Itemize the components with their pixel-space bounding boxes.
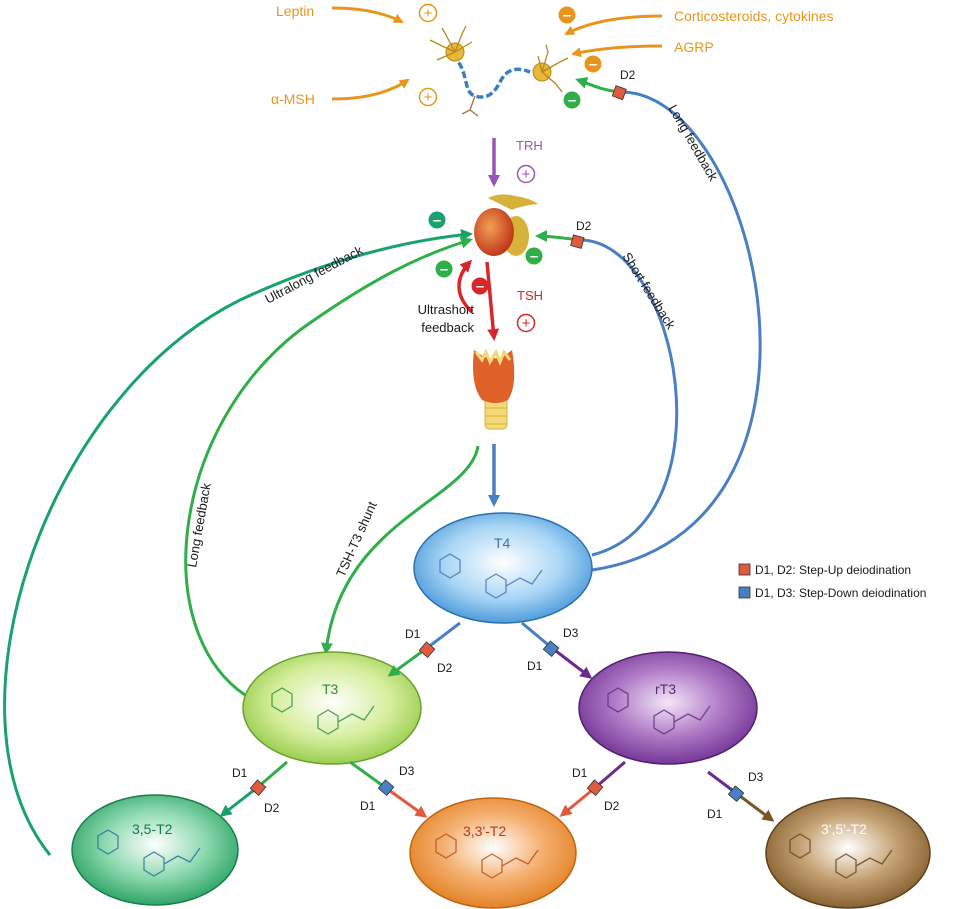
tsh-label: TSH bbox=[517, 288, 543, 303]
t2-33-oval: 3,3'-T2 bbox=[409, 797, 577, 909]
svg-text:–: – bbox=[530, 248, 538, 265]
t4-t3-d1-label: D1 bbox=[405, 627, 421, 641]
svg-text:–: – bbox=[563, 7, 571, 24]
t2-35p-label: 3',5'-T2 bbox=[821, 821, 867, 837]
thyroid-gland-icon bbox=[473, 348, 515, 430]
legend: D1, D2: Step-Up deiodination D1, D3: Ste… bbox=[738, 563, 926, 600]
rt3-label: rT3 bbox=[655, 681, 676, 697]
t2-35-oval: 3,5-T2 bbox=[71, 794, 239, 906]
t2-35p-oval: 3',5'-T2 bbox=[765, 797, 931, 909]
t3-to-t2-35-conversion: D1 D2 bbox=[219, 760, 288, 817]
long-feedback-d2-label: D2 bbox=[620, 68, 636, 82]
tsh-arrow bbox=[485, 261, 500, 341]
svg-text:+: + bbox=[424, 89, 433, 106]
trh-label: TRH bbox=[516, 138, 543, 153]
ultrashort-label-line1: Ultrashort bbox=[418, 302, 475, 317]
t3-t233-d1-label: D1 bbox=[360, 799, 376, 813]
ultralong-minus-sign: – bbox=[428, 211, 446, 229]
pituitary-gland-icon bbox=[474, 194, 538, 256]
trh-plus-sign: + bbox=[516, 164, 536, 184]
t4-t3-d2-label: D2 bbox=[437, 661, 453, 675]
corticosteroids-arrow bbox=[564, 14, 663, 36]
t3-t235-d2-label: D2 bbox=[264, 801, 280, 815]
t3-t233-d3-label: D3 bbox=[399, 764, 415, 778]
long-feedback-left-arrow bbox=[184, 236, 473, 697]
long-feedback-top-arrowhead bbox=[575, 77, 621, 94]
long-feedback-top-label: Long feedback bbox=[665, 102, 721, 184]
legend-step-down-label: D1, D3: Step-Down deiodination bbox=[755, 586, 926, 600]
agrp-minus-sign: – bbox=[584, 55, 602, 73]
long-feedback-top-minus-sign: – bbox=[563, 91, 581, 109]
agrp-input: AGRP bbox=[571, 39, 714, 58]
long-feedback-left-minus-sign: – bbox=[435, 260, 453, 278]
alpha-msh-arrow bbox=[331, 78, 410, 101]
rt3-t233-d2-label: D2 bbox=[604, 799, 620, 813]
tsh-t3-shunt-arrow bbox=[320, 445, 480, 655]
agrp-label: AGRP bbox=[674, 39, 714, 55]
legend-step-up: D1, D2: Step-Up deiodination bbox=[738, 563, 911, 577]
legend-step-up-label: D1, D2: Step-Up deiodination bbox=[755, 563, 911, 577]
legend-step-up-box bbox=[738, 563, 751, 576]
tsh-plus-sign: + bbox=[516, 313, 536, 333]
long-feedback-d2-box bbox=[611, 85, 627, 101]
short-feedback-label: Short feedback bbox=[619, 250, 678, 333]
alpha-msh-input: α-MSH bbox=[271, 78, 410, 107]
t2-35-label: 3,5-T2 bbox=[132, 821, 173, 837]
t3-t235-step-up-box bbox=[249, 779, 267, 797]
svg-text:–: – bbox=[589, 56, 597, 73]
t4-rt3-d3-label: D3 bbox=[563, 626, 579, 640]
svg-text:+: + bbox=[424, 5, 433, 22]
t4-to-t3-conversion: D1 D2 bbox=[387, 621, 461, 677]
leptin-label: Leptin bbox=[276, 3, 314, 19]
svg-text:–: – bbox=[433, 212, 441, 229]
rt3-t235p-d1-label: D1 bbox=[707, 807, 723, 821]
t3-t233-step-down-box bbox=[377, 779, 395, 797]
t4-rt3-d1-label: D1 bbox=[527, 659, 543, 673]
t3-t235-d1-label: D1 bbox=[232, 766, 248, 780]
ultrashort-minus-sign: – bbox=[471, 277, 489, 295]
t3-to-t2-33-conversion: D3 D1 bbox=[349, 760, 428, 818]
rt3-t233-d1-label: D1 bbox=[572, 766, 588, 780]
svg-text:+: + bbox=[522, 315, 531, 332]
t4-t3-step-up-box bbox=[418, 641, 436, 659]
alpha-msh-label: α-MSH bbox=[271, 91, 315, 107]
corticosteroids-input: Corticosteroids, cytokines bbox=[564, 8, 834, 36]
rt3-oval: rT3 bbox=[578, 651, 758, 765]
t3-oval: T3 bbox=[242, 651, 422, 765]
svg-text:–: – bbox=[568, 92, 576, 109]
rt3-to-t2-33-conversion: D1 D2 bbox=[559, 760, 626, 817]
rt3-to-t2-35p-conversion: D3 D1 bbox=[707, 770, 775, 822]
alpha-msh-plus-sign: + bbox=[418, 87, 438, 107]
rt3-t235p-step-down-box bbox=[727, 785, 745, 803]
t3-label: T3 bbox=[322, 681, 339, 697]
t4-label: T4 bbox=[494, 535, 511, 551]
agrp-arrow bbox=[571, 44, 663, 58]
short-feedback-minus-sign: – bbox=[525, 247, 543, 265]
hypothalamus-neurons-icon bbox=[429, 25, 569, 117]
legend-step-down: D1, D3: Step-Down deiodination bbox=[738, 586, 926, 600]
rt3-t235p-d3-label: D3 bbox=[748, 770, 764, 784]
short-feedback-d2-box bbox=[570, 234, 585, 249]
ultrashort-feedback-arrow bbox=[457, 259, 474, 314]
t2-33-label: 3,3'-T2 bbox=[463, 823, 506, 839]
corticosteroids-minus-sign: – bbox=[558, 6, 576, 24]
legend-step-down-box bbox=[738, 586, 751, 599]
leptin-plus-sign: + bbox=[418, 3, 438, 23]
t4-oval: T4 bbox=[413, 512, 593, 624]
short-feedback-d2-label: D2 bbox=[576, 219, 592, 233]
t4-rt3-step-down-box bbox=[542, 640, 560, 658]
leptin-input: Leptin bbox=[276, 3, 404, 24]
corticosteroids-label: Corticosteroids, cytokines bbox=[674, 8, 834, 24]
svg-text:+: + bbox=[522, 166, 531, 183]
svg-text:–: – bbox=[476, 278, 484, 295]
rt3-t233-step-up-box bbox=[586, 779, 604, 797]
short-feedback-line bbox=[579, 238, 679, 557]
long-feedback-top-line bbox=[591, 90, 762, 572]
ultrashort-label-line2: feedback bbox=[421, 320, 474, 335]
ultralong-feedback-arrow bbox=[3, 228, 473, 856]
t4-to-rt3-conversion: D3 D1 bbox=[521, 621, 593, 679]
leptin-arrow bbox=[331, 6, 404, 24]
svg-text:–: – bbox=[440, 261, 448, 278]
